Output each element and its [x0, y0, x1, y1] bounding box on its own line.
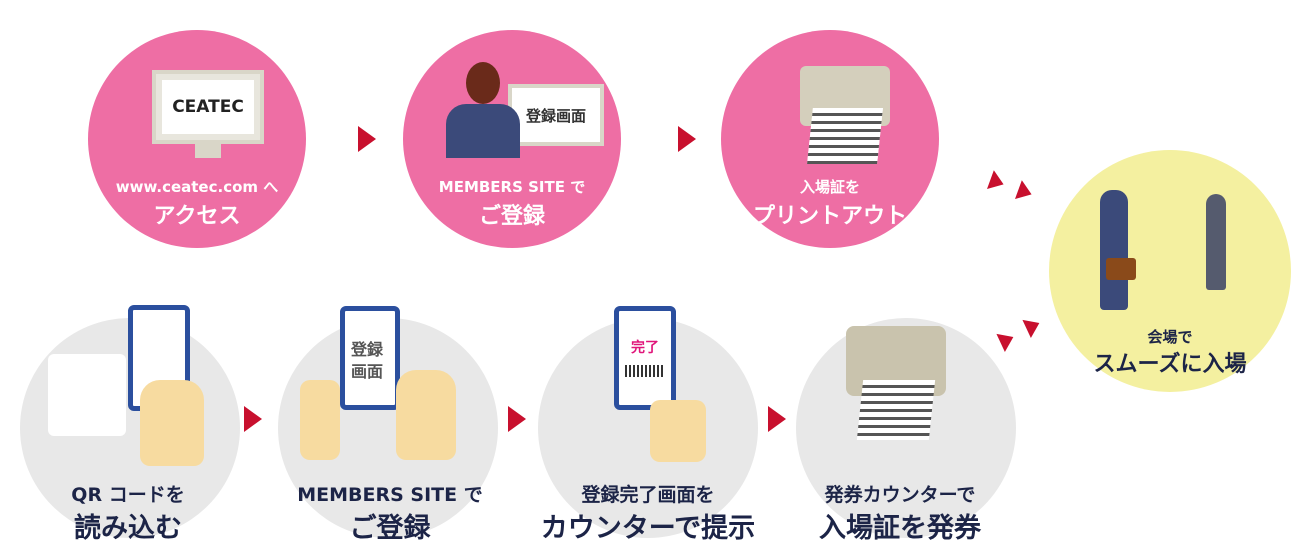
step-issue-line2: 入場証を発券 — [819, 513, 981, 544]
hand-icon — [396, 370, 456, 460]
final-line1: 会場で — [1147, 328, 1193, 346]
arrow-icon — [768, 406, 786, 432]
ticket-paper-icon — [807, 108, 883, 164]
final-entry-circle — [1049, 150, 1291, 392]
monitor-screen-text: 登録画面 — [508, 84, 604, 146]
businessman-icon — [1100, 190, 1128, 310]
step-print-line1: 入場証を — [799, 178, 861, 196]
step-register-line2: ご登録 — [478, 204, 546, 229]
step-access-line2: アクセス — [153, 204, 241, 229]
step-show-line2: カウンターで提示 — [540, 513, 756, 544]
hand-icon — [300, 380, 340, 460]
ticket-paper-icon — [856, 380, 936, 440]
smartphone-icon: 完了 — [614, 306, 676, 410]
hand-icon — [140, 380, 204, 466]
step-qr-line1: QR コードを — [71, 484, 185, 506]
monitor-screen-text: CEATEC — [162, 80, 254, 134]
monitor-icon: CEATEC — [152, 70, 264, 144]
receptionist-icon — [1206, 194, 1226, 290]
monitor-stand — [195, 144, 221, 158]
step-mobile-register-line2: ご登録 — [349, 513, 431, 544]
arrow-icon — [1022, 313, 1044, 339]
final-line2: スムーズに入場 — [1093, 352, 1247, 377]
step-register-line1: MEMBERS SITE で — [438, 178, 586, 196]
arrow-icon — [996, 327, 1018, 353]
complete-screen-text: 完了 — [631, 340, 659, 356]
arrow-icon — [358, 126, 376, 152]
barcode-icon — [625, 365, 665, 377]
step-access-line1: www.ceatec.com へ — [115, 178, 279, 196]
arrow-icon — [987, 170, 1007, 194]
smartphone-screen-text: 登録画面 — [340, 306, 400, 410]
qr-code-icon — [48, 354, 126, 436]
briefcase-icon — [1106, 258, 1136, 280]
arrow-icon — [244, 406, 262, 432]
person-head-icon — [466, 62, 500, 104]
step-print-line2: プリントアウト — [752, 204, 908, 229]
step-show-line1: 登録完了画面を — [581, 484, 715, 506]
step-qr-line2: 読み込む — [74, 513, 182, 544]
step-mobile-register-line1: MEMBERS SITE で — [297, 484, 483, 506]
arrow-icon — [1015, 180, 1035, 204]
step-issue-line1: 発券カウンターで — [824, 484, 976, 506]
hand-icon — [650, 400, 706, 462]
arrow-icon — [678, 126, 696, 152]
arrow-icon — [508, 406, 526, 432]
person-body-icon — [446, 104, 520, 158]
